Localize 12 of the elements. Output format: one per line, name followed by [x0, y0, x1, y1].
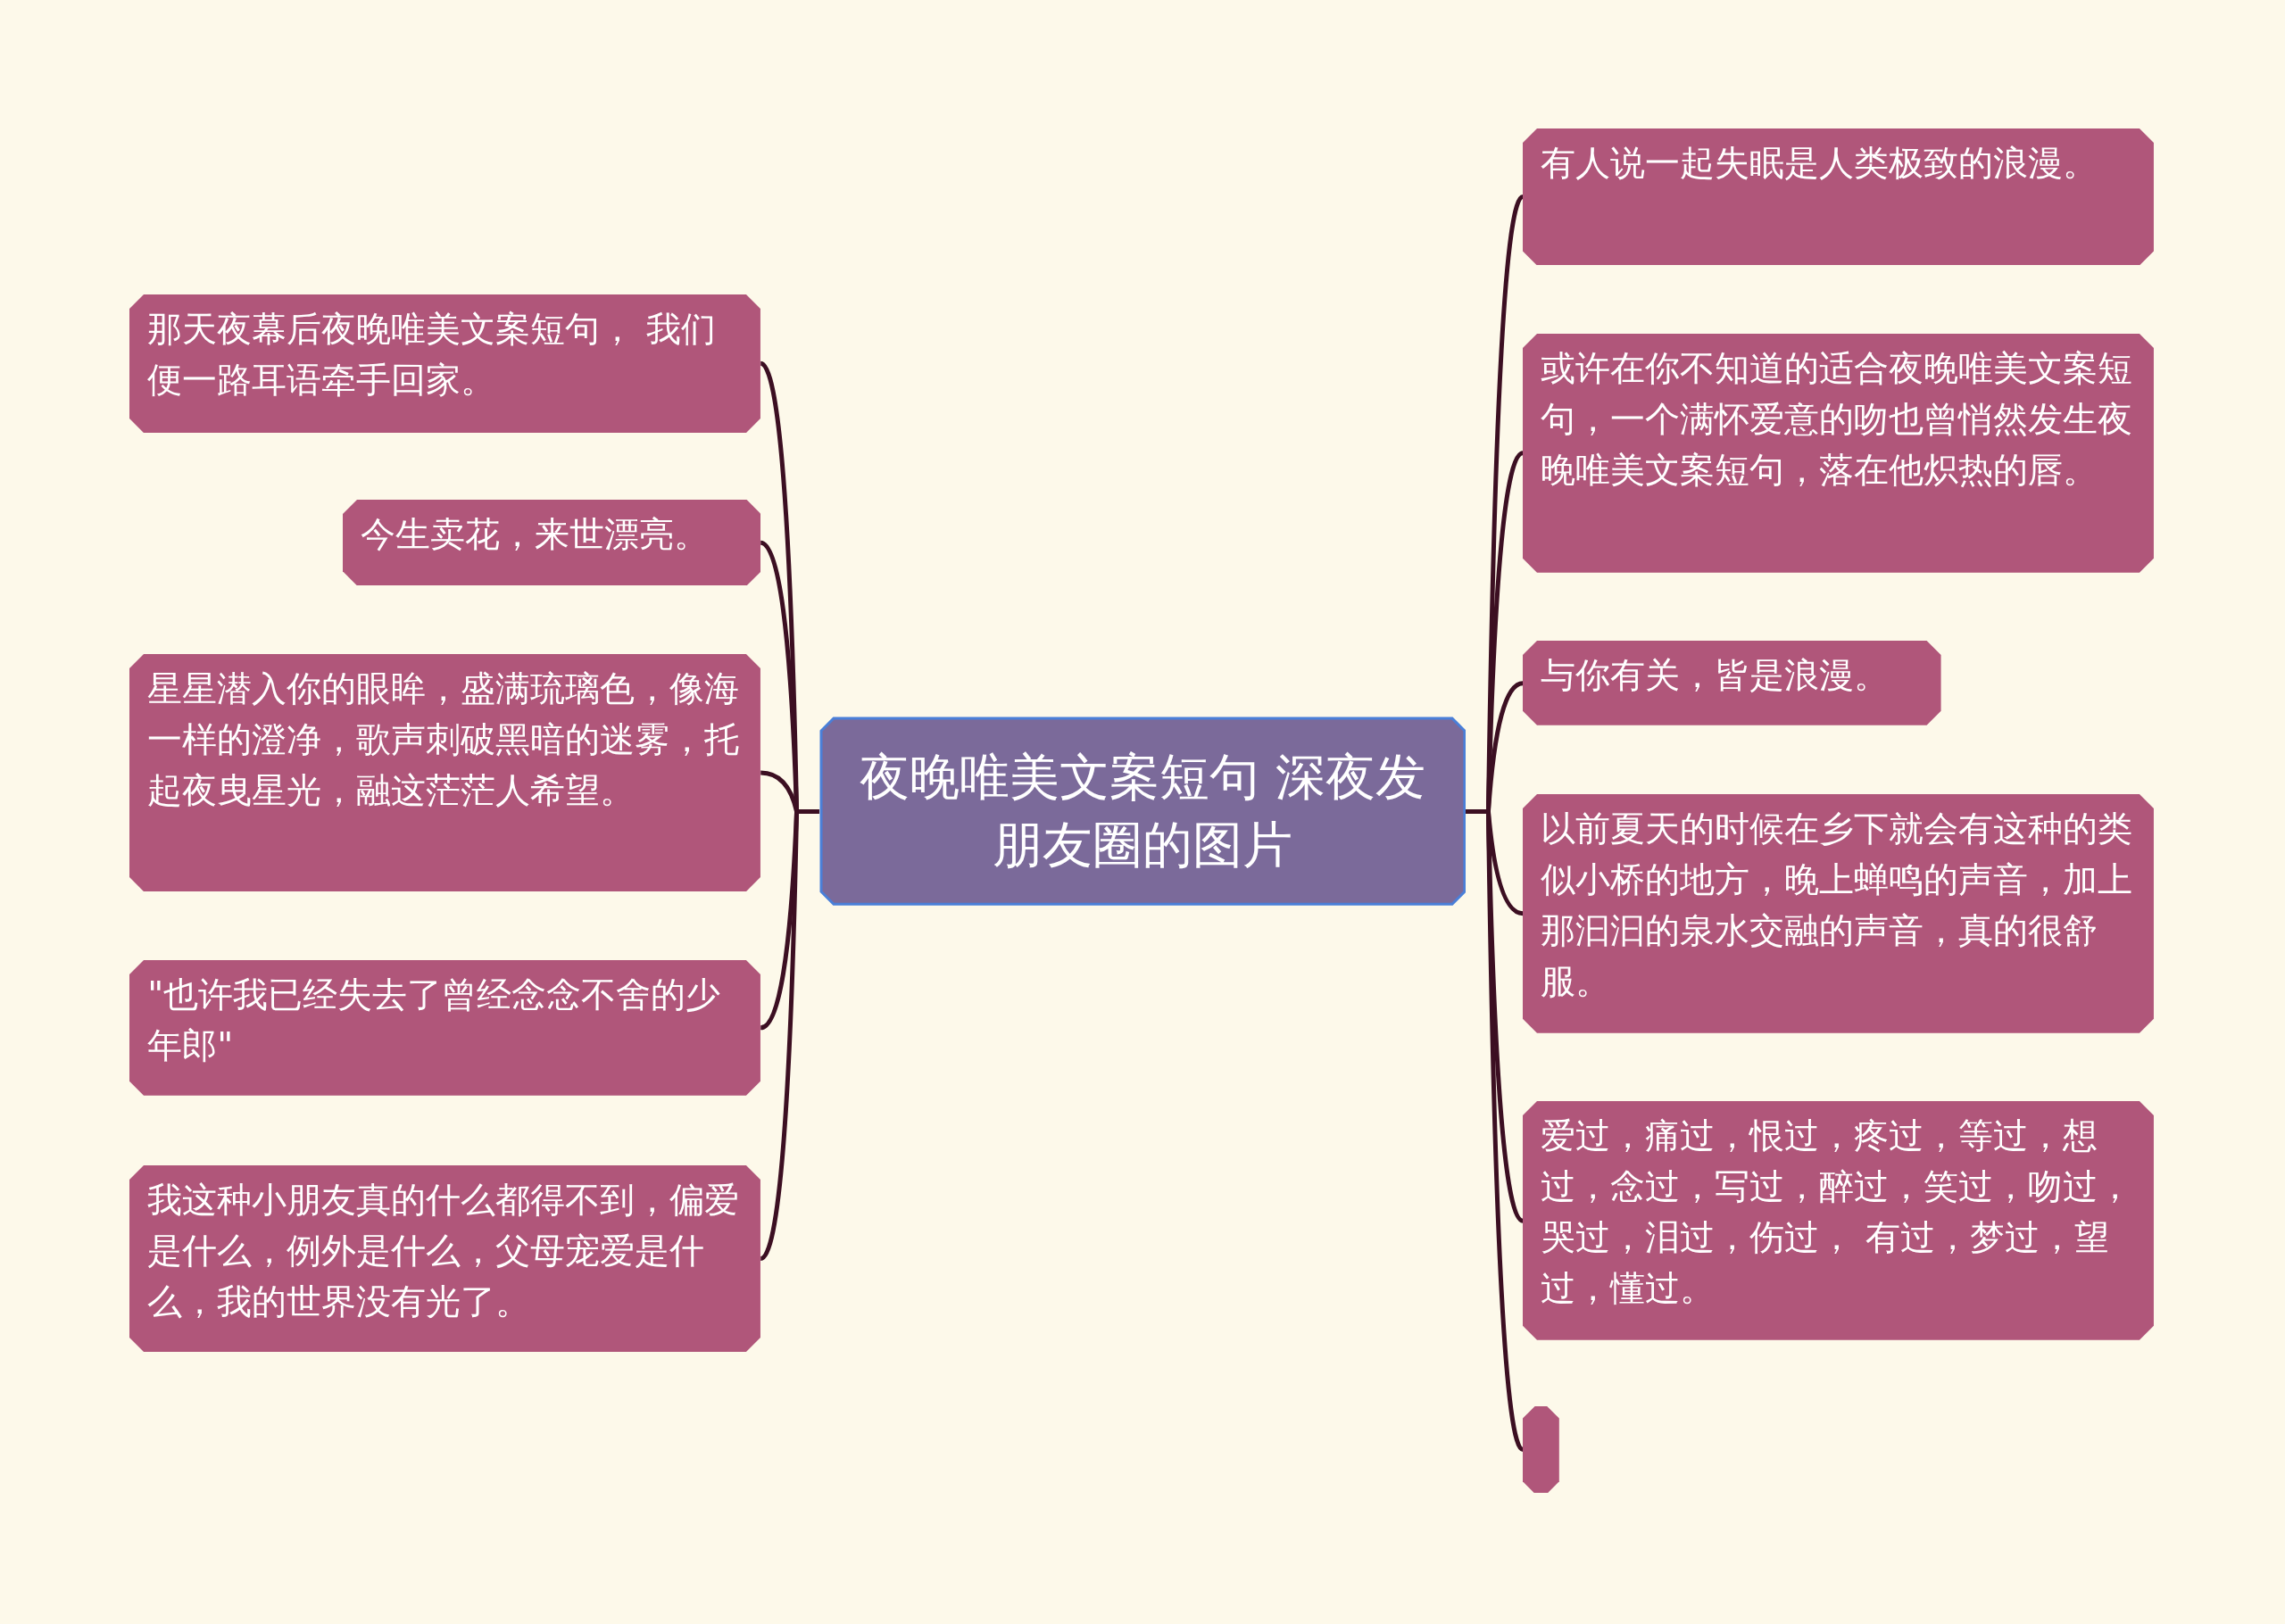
text-box: 有人说一起失眠是人类极致的浪漫。	[1523, 128, 2155, 266]
text-box: 与你有关，皆是浪漫。	[1523, 641, 1941, 726]
text-box: 我这种小朋友真的什么都得不到，偏爱是什么，例外是什么，父母宠爱是什么，我的世界没有光了。	[129, 1165, 761, 1353]
empty-box	[1523, 1405, 1559, 1494]
text-box: "也许我已经失去了曾经念念不舍的少年郎"	[129, 959, 761, 1096]
text-box: 星星潜入你的眼眸，盛满琉璃色，像海一样的澄净，歌声刺破黑暗的迷雾，托起夜曳星光，融这茫茫人希望。	[129, 654, 761, 892]
text-box: 那天夜幕后夜晚唯美文案短句， 我们便一路耳语牵手回家。	[129, 294, 761, 433]
text-box: 爱过，痛过，恨过，疼过，等过，想过，念过，写过，醉过，笑过，吻过，哭过，泪过，伤过， 有过，梦过，望过，懂过。	[1523, 1101, 2155, 1341]
text-box: 或许在你不知道的适合夜晚唯美文案短句，一个满怀爱意的吻也曾悄然发生夜晚唯美文案短句，落在他炽热的唇。	[1523, 333, 2155, 573]
text-box: 今生卖花，来世漂亮。	[342, 500, 761, 586]
text-box: 以前夏天的时候在乡下就会有这种的类似小桥的地方，晚上蝉鸣的声音，加上那汩汩的泉水交融的声音，真的很舒服。	[1523, 793, 2155, 1033]
topic-box: 夜晚唯美文案短句 深夜发朋友圈的图片	[818, 717, 1467, 907]
